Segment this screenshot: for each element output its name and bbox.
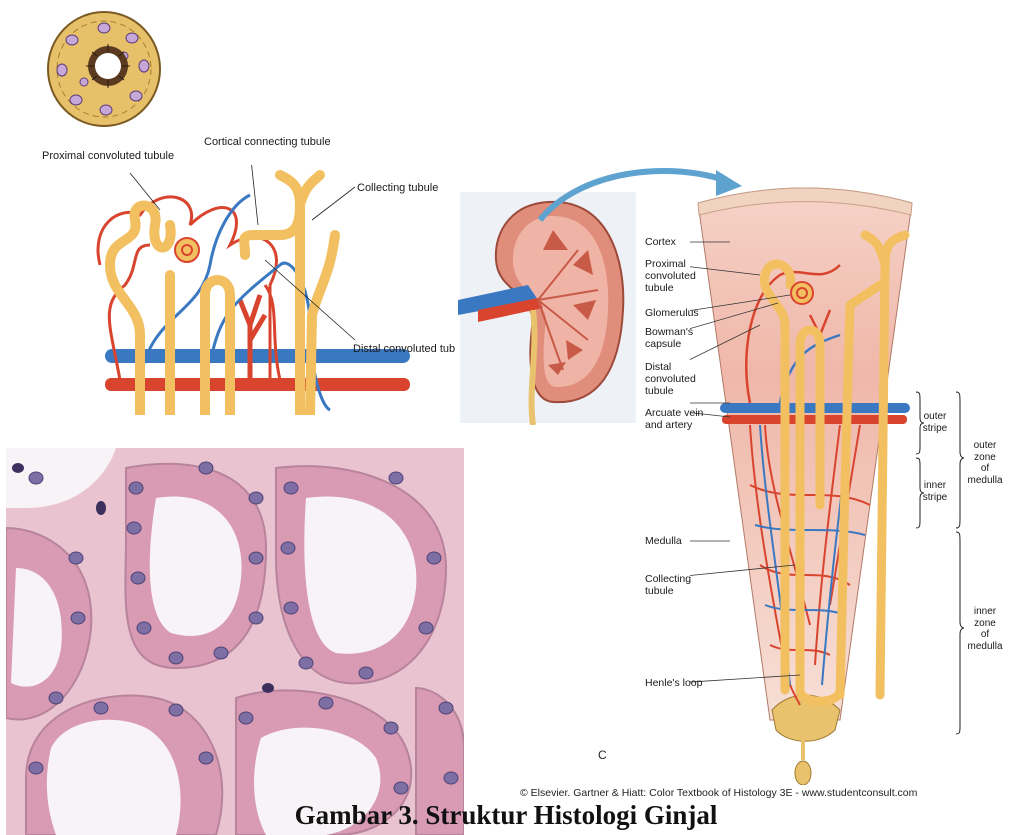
- panel-letter: C: [598, 748, 607, 762]
- label-collecting-right: Collecting tubule: [645, 573, 691, 597]
- label-distal-right: Distal convoluted tubule: [645, 361, 696, 397]
- renal-wedge-diagram: [690, 185, 920, 785]
- label-proximal-right: Proximal convoluted tubule: [645, 258, 696, 294]
- label-bowman: Bowman's capsule: [645, 326, 693, 350]
- label-outer-zone: outer zone of medulla: [960, 440, 1010, 486]
- label-inner-stripe: inner stripe: [920, 480, 950, 503]
- label-glomerulus: Glomerulus: [645, 307, 699, 319]
- copyright-notice: © Elsevier. Gartner & Hiatt: Color Textb…: [520, 787, 917, 799]
- label-proximal-top: Proximal convoluted tubule: [42, 150, 174, 162]
- label-medulla: Medulla: [645, 535, 682, 547]
- label-outer-stripe: outer stripe: [920, 411, 950, 434]
- histology-micrograph: [6, 448, 464, 835]
- label-cortex: Cortex: [645, 236, 676, 248]
- label-collecting-top: Collecting tubule: [357, 182, 438, 194]
- tubule-cross-section: [44, 8, 164, 130]
- label-distal-top: Distal convoluted tub: [353, 343, 455, 355]
- figure-caption: Gambar 3. Struktur Histologi Ginjal: [0, 800, 1012, 831]
- label-arcuate: Arcuate vein and artery: [645, 407, 703, 431]
- nephron-diagram-top: [80, 165, 430, 415]
- label-cortical-connecting: Cortical connecting tubule: [204, 136, 331, 148]
- label-henle: Henle's loop: [645, 677, 702, 689]
- label-inner-zone: inner zone of medulla: [960, 606, 1010, 652]
